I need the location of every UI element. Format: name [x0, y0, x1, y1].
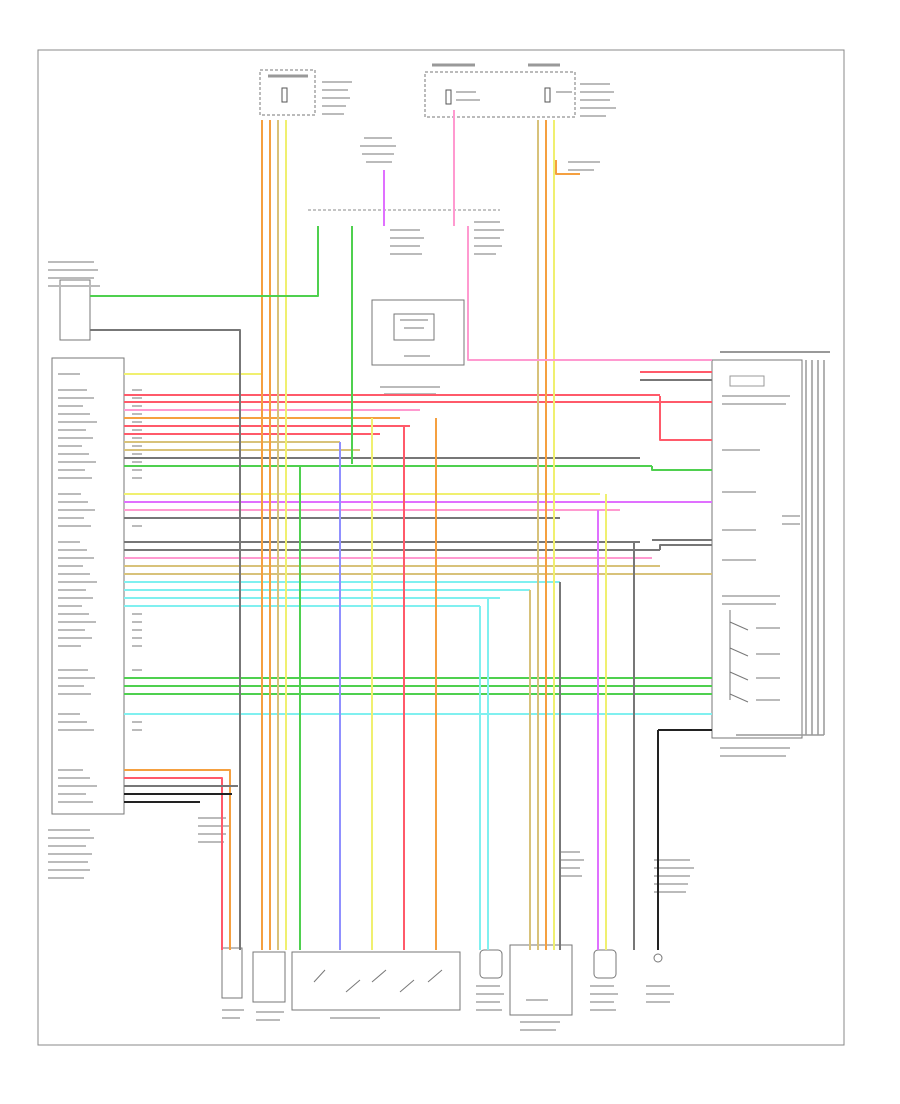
wire-sw-4 — [651, 466, 712, 471]
left-module — [48, 261, 100, 341]
wire-sw-3 — [659, 396, 712, 441]
bottom-components — [198, 817, 694, 1031]
wire-gray-left — [90, 329, 241, 950]
connector-label-center — [360, 137, 600, 171]
diagram-frame — [37, 49, 845, 1046]
wire-green-top — [90, 226, 319, 297]
fuse-block-center — [424, 63, 616, 118]
wire-sw-7 — [659, 544, 712, 550]
transfer-case-shift-control-switch — [711, 351, 830, 757]
instrument-cluster — [308, 209, 504, 395]
wire-bottom-2 — [124, 777, 223, 950]
wire-pink-right — [467, 226, 712, 361]
transfer-case-control-module — [48, 357, 125, 879]
wire-orange-label — [555, 160, 580, 175]
fuse-block-left — [259, 69, 352, 116]
module-pin-labels — [58, 373, 142, 803]
wire-bottom-1 — [124, 769, 231, 950]
wires — [90, 110, 712, 950]
